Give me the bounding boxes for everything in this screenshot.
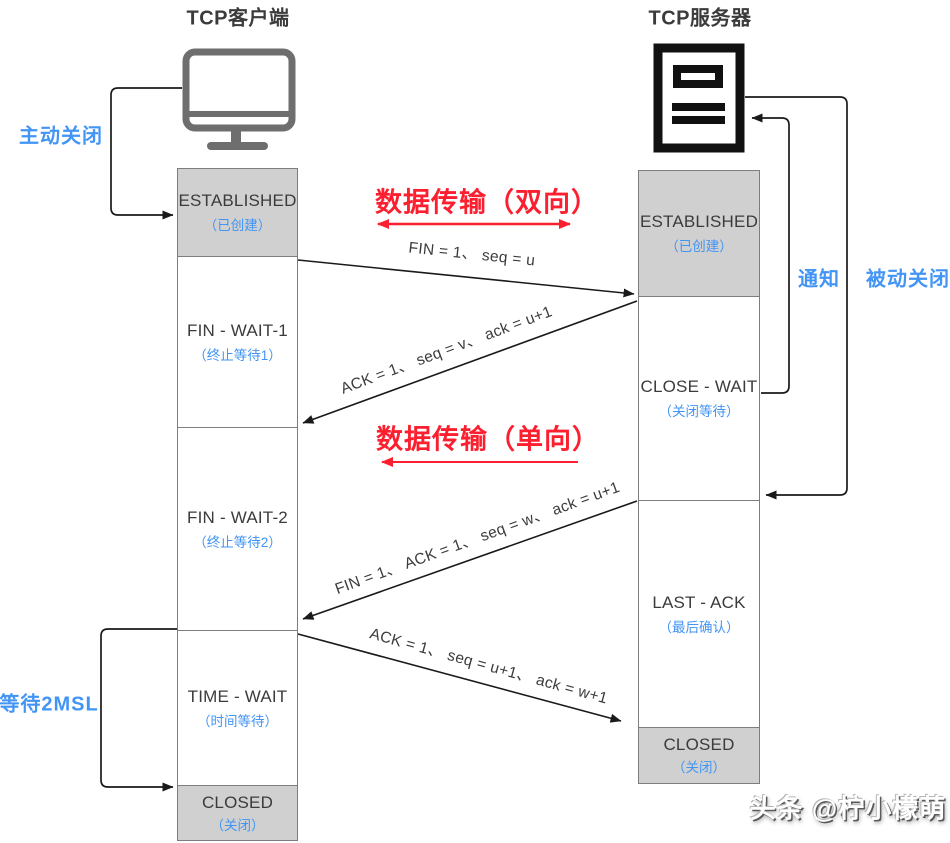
client-state-closed: CLOSED （关闭）	[177, 785, 298, 841]
state-name: CLOSED	[201, 792, 274, 812]
message-ack-seq-v: ACK = 1、 seq = v、 ack = u+1	[338, 303, 555, 398]
document-server-icon	[653, 43, 745, 153]
message-fin-ack-seq-w: FIN = 1、 ACK = 1、 seq = w、 ack = u+1	[332, 478, 623, 598]
wait-2msl-label: 等待2MSL	[0, 693, 99, 716]
server-state-established: ESTABLISHED （已创建）	[638, 170, 760, 297]
state-subtitle: （已创建）	[665, 239, 733, 254]
state-subtitle: （已创建）	[203, 218, 272, 233]
transfer-unidirectional-label: 数据传输（单向）	[376, 424, 600, 455]
state-name: ESTABLISHED	[178, 191, 297, 210]
monitor-icon	[180, 47, 298, 151]
state-subtitle: （终止等待2）	[193, 534, 282, 550]
server-column-title: TCP服务器	[648, 7, 752, 30]
state-name: ESTABLISHED	[639, 212, 759, 231]
state-subtitle: （时间等待）	[197, 713, 278, 729]
state-subtitle: （终止等待1）	[193, 347, 282, 363]
state-name: CLOSED	[663, 735, 735, 754]
state-subtitle: （最后确认）	[658, 619, 740, 635]
client-state-established: ESTABLISHED （已创建）	[177, 168, 298, 257]
state-subtitle: （关闭）	[210, 817, 265, 833]
client-state-fin-wait-1: FIN - WAIT-1 （终止等待1）	[177, 256, 298, 428]
transfer-bidirectional-label: 数据传输（双向）	[375, 187, 599, 218]
notify-label: 通知	[798, 268, 840, 291]
server-state-last-ack: LAST - ACK （最后确认）	[638, 500, 760, 728]
state-name: FIN - WAIT-1	[187, 320, 288, 340]
message-ack-seq-u1: ACK = 1、 seq = u+1、 ack = w+1	[367, 625, 610, 708]
state-name: CLOSE - WAIT	[640, 377, 758, 396]
passive-close-label: 被动关闭	[866, 268, 950, 291]
server-state-closed: CLOSED （关闭）	[638, 727, 760, 784]
state-name: LAST - ACK	[652, 592, 746, 612]
watermark: 头条 @柠小檬萌	[749, 793, 947, 824]
state-subtitle: （关闭）	[672, 760, 726, 775]
active-close-label: 主动关闭	[19, 125, 103, 148]
client-state-time-wait: TIME - WAIT （时间等待）	[177, 630, 298, 786]
server-state-close-wait: CLOSE - WAIT （关闭等待）	[638, 296, 760, 501]
client-state-fin-wait-2: FIN - WAIT-2 （终止等待2）	[177, 427, 298, 631]
state-name: TIME - WAIT	[187, 686, 288, 706]
state-subtitle: （关闭等待）	[658, 404, 740, 419]
state-name: FIN - WAIT-2	[187, 507, 288, 527]
message-fin-seq-u: FIN = 1、 seq = u	[407, 239, 536, 270]
client-column-title: TCP客户端	[186, 7, 290, 30]
